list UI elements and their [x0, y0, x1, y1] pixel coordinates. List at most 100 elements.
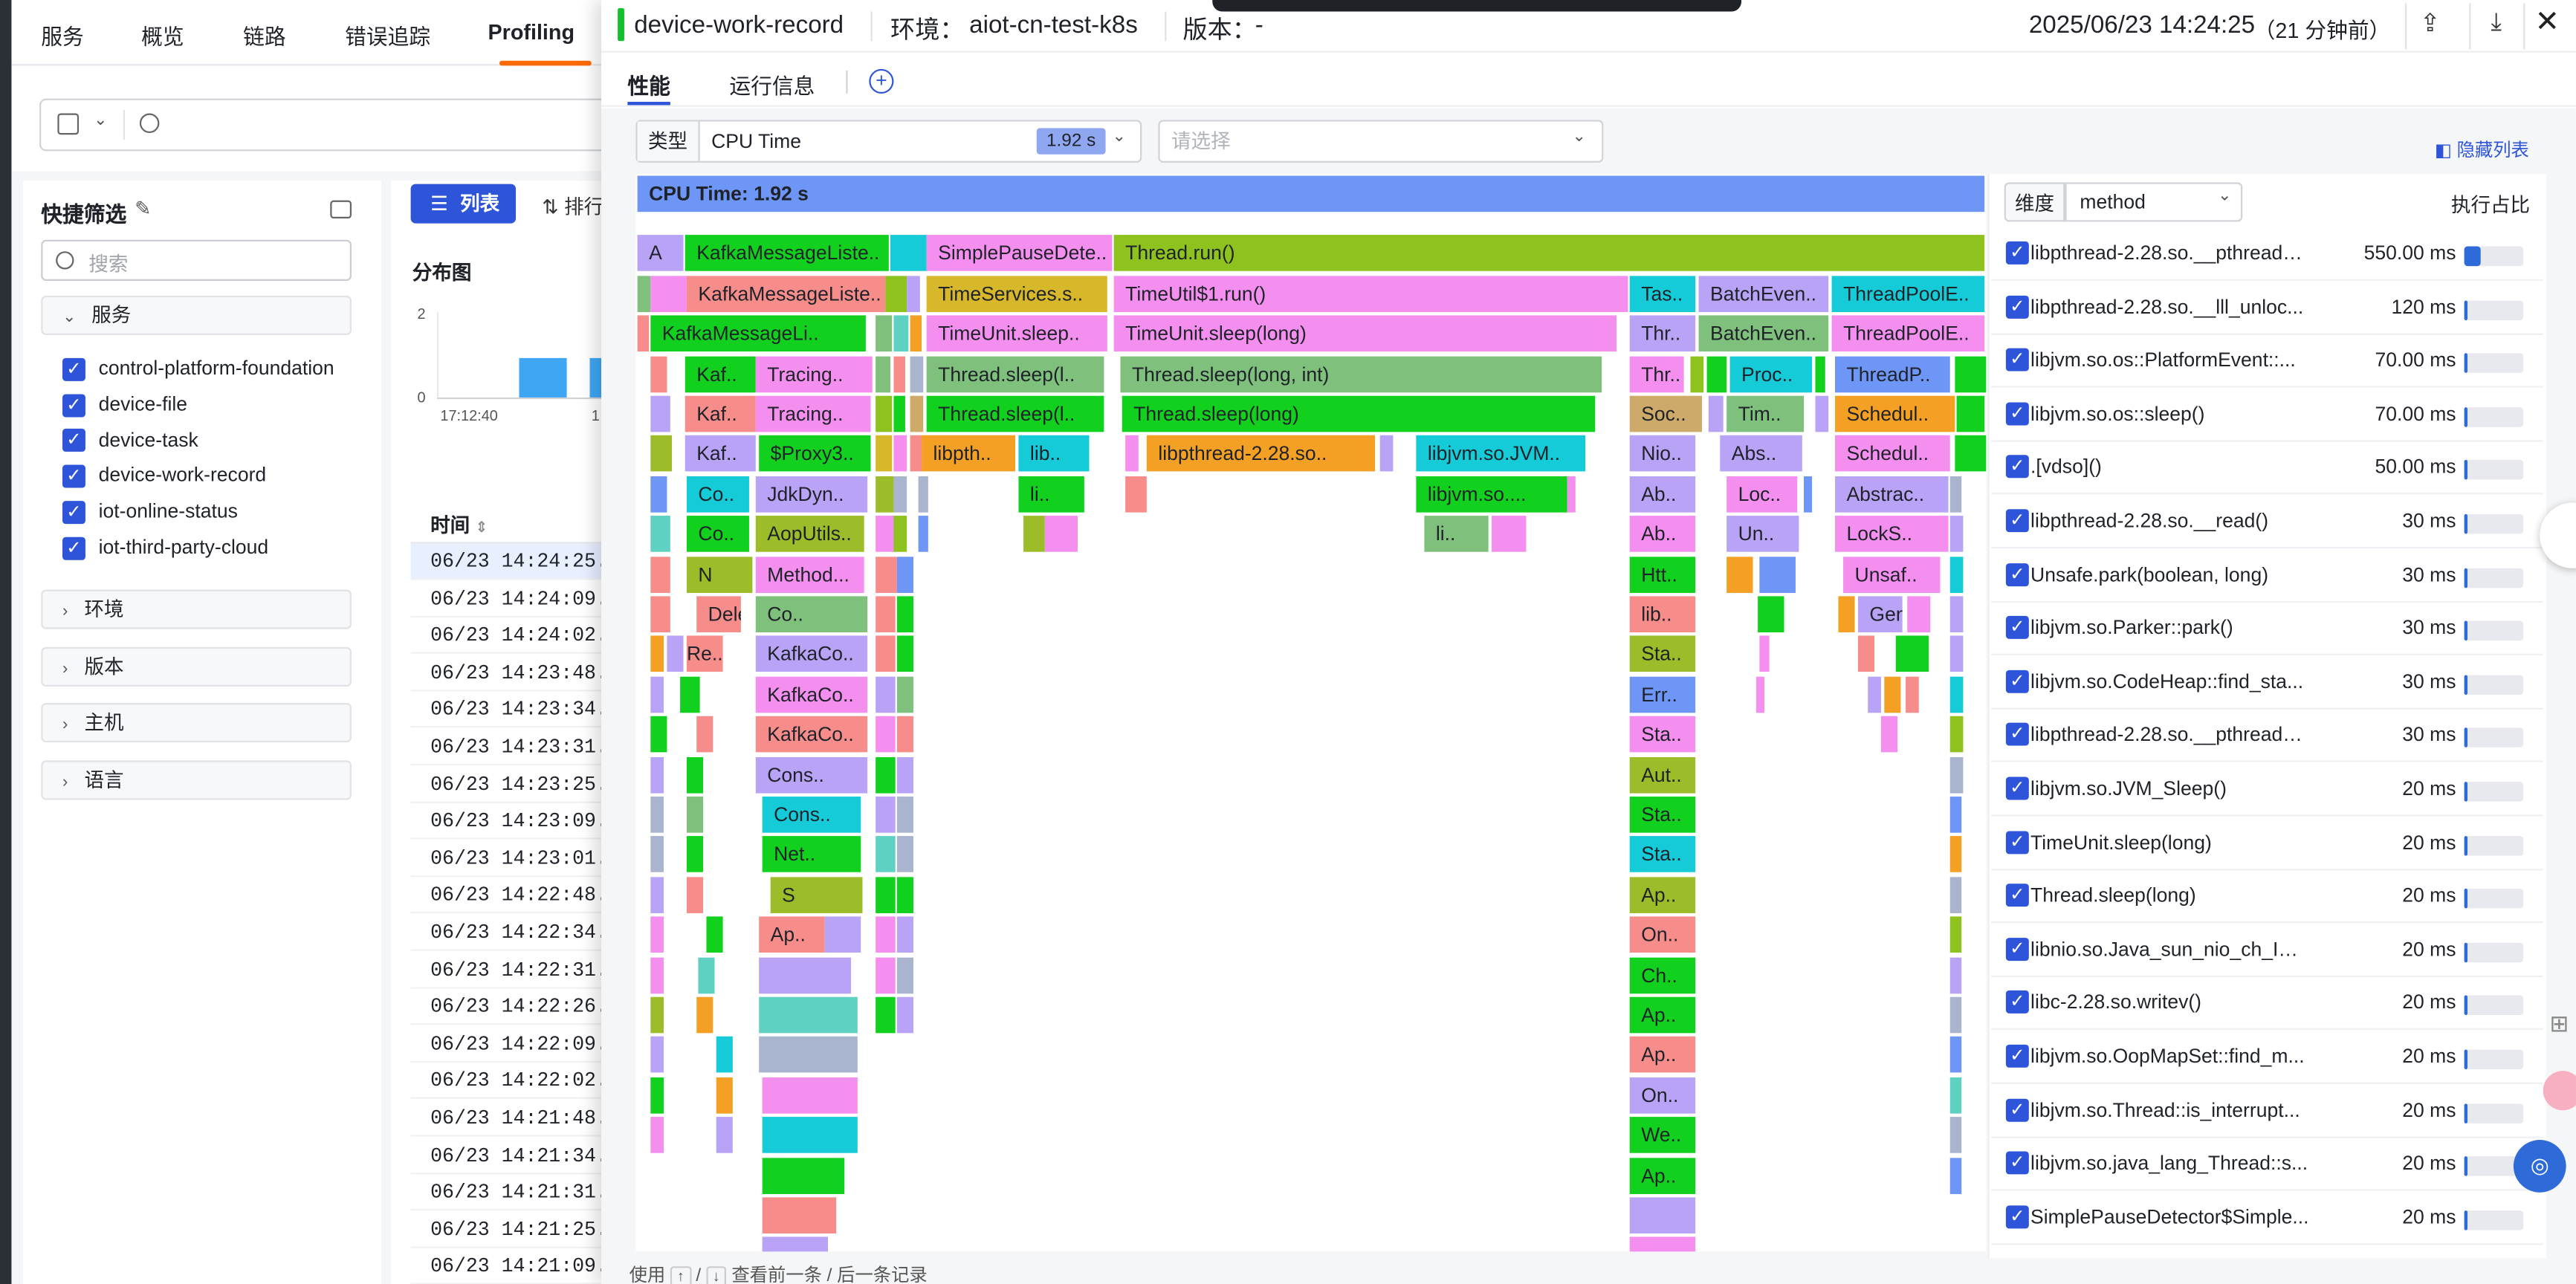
flame-frame[interactable]: [650, 996, 664, 1034]
flame-frame[interactable]: LockS..: [1835, 516, 1949, 553]
flame-frame[interactable]: [1125, 435, 1139, 473]
flame-frame[interactable]: [650, 516, 670, 553]
flame-frame[interactable]: [896, 916, 913, 953]
flame-frame[interactable]: [1708, 395, 1724, 432]
checkbox-checked-icon[interactable]: ✓: [62, 536, 85, 560]
flame-frame[interactable]: [650, 876, 664, 913]
table-row[interactable]: 06/23 14:23:09.: [410, 803, 638, 840]
checkbox-checked-icon[interactable]: ✓: [2005, 776, 2029, 800]
flame-frame[interactable]: [1125, 476, 1147, 513]
close-icon[interactable]: ✕: [2534, 4, 2560, 38]
flame-frame[interactable]: Tracing..: [755, 355, 873, 392]
flame-frame[interactable]: Thr..: [1629, 355, 1684, 392]
checkbox-checked-icon[interactable]: ✓: [2005, 1204, 2029, 1228]
flame-frame[interactable]: [759, 1037, 858, 1074]
type-select[interactable]: 类型 CPU Time 1.92 s ⌄: [635, 120, 1142, 163]
flame-frame[interactable]: [1629, 1237, 1696, 1252]
flame-frame[interactable]: On..: [1629, 916, 1696, 953]
flame-frame[interactable]: [876, 996, 896, 1034]
flame-frame[interactable]: [650, 395, 670, 432]
table-row[interactable]: 06/23 14:23:25.: [410, 766, 638, 802]
host-filter-group[interactable]: ›主机: [41, 703, 352, 743]
flame-frame[interactable]: [716, 1077, 733, 1114]
flame-frame[interactable]: [650, 716, 667, 753]
checkbox-checked-icon[interactable]: ✓: [2005, 402, 2029, 426]
flame-frame[interactable]: Sta..: [1629, 636, 1696, 672]
flame-frame[interactable]: On..: [1629, 1077, 1696, 1114]
flame-frame[interactable]: TimeUtil$1.run(): [1113, 275, 1628, 312]
flame-frame[interactable]: Thr..: [1629, 315, 1696, 352]
stat-row[interactable]: ✓libjvm.so.java_lang_Thread::s...20 ms: [1991, 1138, 2543, 1191]
flame-frame[interactable]: [1895, 636, 1929, 672]
flame-frame[interactable]: Err..: [1629, 676, 1696, 713]
apps-icon[interactable]: ⊞: [2549, 1010, 2569, 1037]
flame-frame[interactable]: [918, 476, 928, 513]
flame-frame[interactable]: Cons..: [755, 756, 868, 793]
flame-frame[interactable]: JdkDyn..: [755, 476, 868, 513]
flame-frame[interactable]: [824, 916, 861, 953]
flame-frame[interactable]: [1907, 596, 1931, 633]
flame-frame[interactable]: Delegati..: [696, 596, 741, 633]
time-column-header[interactable]: 时间 ⇕: [410, 508, 638, 544]
flame-frame[interactable]: [876, 395, 893, 432]
table-row[interactable]: 06/23 14:21:31.: [410, 1175, 638, 1211]
checkbox-checked-icon[interactable]: ✓: [62, 429, 85, 453]
tab-runtime-info[interactable]: 运行信息: [729, 74, 815, 99]
flame-frame[interactable]: [876, 956, 896, 993]
flame-frame[interactable]: Loc..: [1726, 476, 1798, 513]
flame-frame[interactable]: Abstrac..: [1835, 476, 1949, 513]
flame-frame[interactable]: SimplePauseDete..: [926, 235, 1113, 272]
flame-frame[interactable]: [896, 836, 913, 873]
flame-frame[interactable]: Thread.run(): [1113, 235, 1985, 272]
flame-frame[interactable]: [1629, 1197, 1696, 1234]
flame-frame[interactable]: TimeServices.s..: [926, 275, 1107, 312]
flame-frame[interactable]: [762, 1197, 837, 1234]
edit-icon[interactable]: ✎: [135, 197, 152, 221]
flame-frame[interactable]: [876, 556, 897, 593]
add-tab-icon[interactable]: +: [869, 68, 894, 94]
flame-frame[interactable]: [893, 315, 909, 352]
flame-frame[interactable]: [893, 435, 907, 473]
flame-frame[interactable]: [650, 797, 664, 833]
flame-frame[interactable]: Thread.sleep(l..: [926, 355, 1104, 392]
flame-frame[interactable]: Ap..: [759, 916, 825, 953]
filter-select[interactable]: 请选择 ⌄: [1158, 120, 1604, 163]
flame-frame[interactable]: Ap..: [1629, 1157, 1696, 1194]
service-filter-option[interactable]: ✓iot-third-party-cloud: [62, 536, 268, 560]
flame-frame[interactable]: [876, 916, 896, 953]
flame-frame[interactable]: [890, 235, 927, 272]
sort-icon[interactable]: ⇕: [475, 519, 488, 536]
flame-frame[interactable]: [896, 996, 913, 1034]
flame-frame[interactable]: [650, 596, 670, 633]
flame-frame[interactable]: [876, 476, 894, 513]
table-row[interactable]: 06/23 14:21:34.: [410, 1138, 638, 1174]
flame-frame[interactable]: [876, 756, 896, 793]
checkbox-checked-icon[interactable]: ✓: [62, 501, 85, 525]
checkbox-checked-icon[interactable]: ✓: [2005, 562, 2029, 586]
flame-frame[interactable]: lib..: [1629, 596, 1696, 633]
flame-frame[interactable]: [918, 516, 928, 553]
flame-frame[interactable]: [762, 1237, 829, 1252]
flame-frame[interactable]: S: [770, 876, 863, 913]
flame-frame[interactable]: Proc..: [1729, 355, 1813, 392]
flame-frame[interactable]: [1567, 476, 1576, 513]
env-filter-group[interactable]: ›环境: [41, 589, 352, 629]
service-filter-group[interactable]: ⌄ 服务: [41, 295, 352, 335]
query-type-icon[interactable]: [57, 113, 80, 135]
service-filter-option[interactable]: ✓iot-online-status: [62, 499, 238, 525]
flame-frame[interactable]: Aut..: [1629, 756, 1696, 793]
flame-frame[interactable]: [896, 876, 913, 913]
stat-row[interactable]: ✓libjvm.so.Thread::is_interrupt...20 ms: [1991, 1085, 2543, 1138]
hide-list-button[interactable]: ◧ 隐藏列表: [2435, 136, 2529, 162]
stat-row[interactable]: ✓libpthread-2.28.so.__read()30 ms: [1991, 496, 2543, 549]
flame-frame[interactable]: Tas..: [1629, 275, 1696, 312]
flame-frame[interactable]: Htt..: [1629, 556, 1696, 593]
flame-frame[interactable]: [876, 596, 896, 633]
flame-frame[interactable]: [876, 315, 893, 352]
table-row[interactable]: 06/23 14:22:48.: [410, 878, 638, 914]
stat-row[interactable]: ✓libpthread-2.28.so.__pthread_...30 ms: [1991, 710, 2543, 763]
flame-frame[interactable]: [1838, 596, 1855, 633]
flame-frame[interactable]: [896, 556, 913, 593]
query-bar[interactable]: ⌄: [39, 98, 631, 152]
